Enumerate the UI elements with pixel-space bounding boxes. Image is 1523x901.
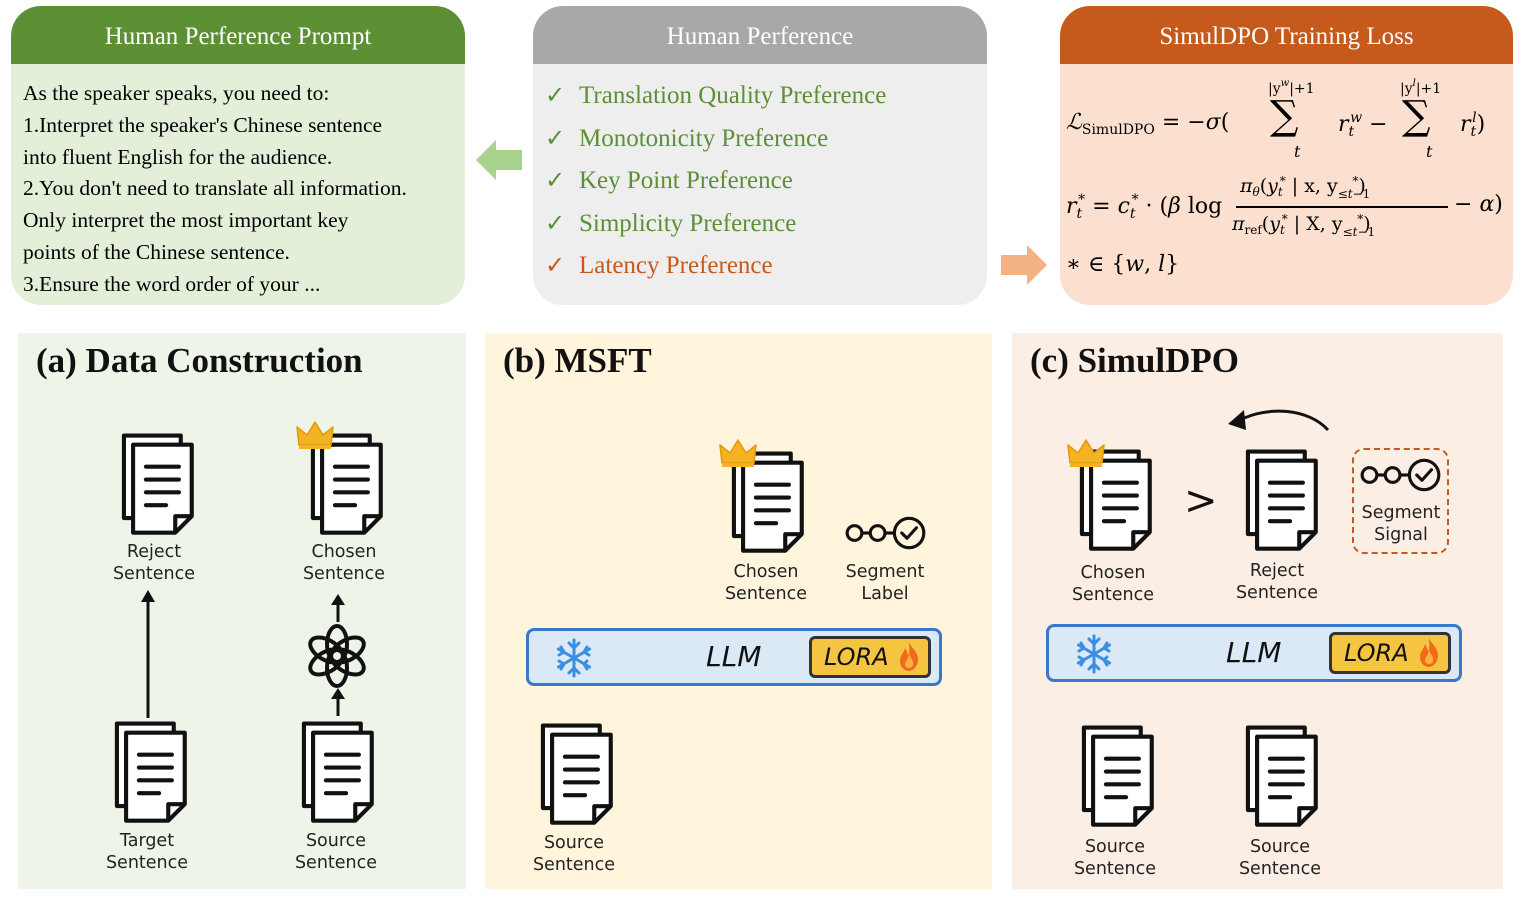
crown-icon: [1066, 437, 1106, 469]
arrow-up-icon: [331, 594, 345, 622]
prompt-card-title: Human Perference Prompt: [11, 6, 465, 64]
panel-a-title: (a) Data Construction: [36, 341, 363, 380]
prompt-line: As the speaker speaks, you need to:: [23, 81, 330, 105]
preference-item-latency: ✓Latency Preference: [545, 251, 773, 279]
preference-list: ✓Translation Quality Preference ✓Monoton…: [545, 81, 886, 294]
reject-document-icon: [108, 430, 204, 540]
prompt-text: As the speaker speaks, you need to: 1.In…: [23, 78, 459, 301]
llm-label: LLM: [1226, 636, 1282, 669]
prompt-line: into fluent English for the audience.: [23, 144, 333, 169]
llm-label: LLM: [706, 640, 762, 673]
arrow-up-icon: [141, 590, 155, 718]
segment-signal-icon: [1359, 456, 1443, 494]
source-document-icon: [1068, 722, 1164, 832]
prompt-line: 1.Interpret the speaker's Chinese senten…: [23, 112, 383, 137]
prompt-line: 3.Ensure the word order of your ...: [23, 271, 321, 296]
reject-document-icon: [1232, 446, 1328, 556]
segment-label-icon: [844, 514, 928, 552]
preference-card-title: Human Perference: [533, 6, 987, 64]
source-document-icon: [288, 718, 384, 828]
crown-icon: [295, 419, 335, 451]
arrow-up-icon: [331, 688, 345, 716]
segment-signal-box: [1352, 448, 1449, 554]
prompt-line: Only interpret the most important key: [23, 208, 349, 233]
preference-item: ✓Monotonicity Preference: [545, 123, 829, 152]
panel-b-title: (b) MSFT: [503, 341, 652, 380]
simuldpo-loss-card: SimulDPO Training Loss: [1060, 6, 1513, 305]
loss-card-title: SimulDPO Training Loss: [1060, 6, 1513, 64]
flame-icon: [897, 640, 921, 672]
preference-item: ✓Simplicity Preference: [545, 208, 797, 237]
source-document-icon: [1232, 722, 1328, 832]
check-icon: ✓: [545, 166, 566, 194]
preference-item: ✓Translation Quality Preference: [545, 81, 887, 109]
snowflake-icon: [554, 638, 594, 678]
openai-logo-icon: [308, 624, 366, 688]
target-document-icon: [101, 718, 197, 828]
source-document-icon: [527, 720, 623, 830]
prompt-line: points of the Chinese sentence.: [23, 239, 290, 264]
panel-data-construction: (a) Data Construction: [18, 333, 466, 889]
snowflake-icon: [1074, 634, 1114, 674]
check-icon: ✓: [545, 251, 566, 279]
loss-equation: ℒSimulDPO = −σ( |yw|+1 ∑ t rtw − |yl|+1 …: [1066, 78, 1486, 161]
crown-icon: [718, 437, 758, 469]
flame-icon: [1417, 636, 1441, 668]
preference-item: ✓Key Point Preference: [545, 166, 793, 194]
check-icon: ✓: [545, 123, 566, 152]
arrow-left-icon: [476, 140, 522, 180]
curved-arrow-icon: [1228, 409, 1330, 432]
check-icon: ✓: [545, 81, 566, 109]
arrow-right-icon: [1001, 245, 1047, 285]
check-icon: ✓: [545, 208, 566, 237]
reward-equation: rt* = ct* · (β log πθ(yt* | x, y≤t−1*) π…: [1066, 174, 1503, 239]
greater-than-sign: >: [1184, 478, 1218, 524]
human-preference-card: Human Perference ✓Translation Quality Pr…: [533, 6, 987, 305]
prompt-line: 2.You don't need to translate all inform…: [23, 176, 407, 201]
set-equation: ∗ ∈ {w, l}: [1066, 252, 1180, 277]
panel-c-title: (c) SimulDPO: [1030, 341, 1240, 380]
human-preference-prompt-card: Human Perference Prompt As the speaker s…: [11, 6, 465, 305]
